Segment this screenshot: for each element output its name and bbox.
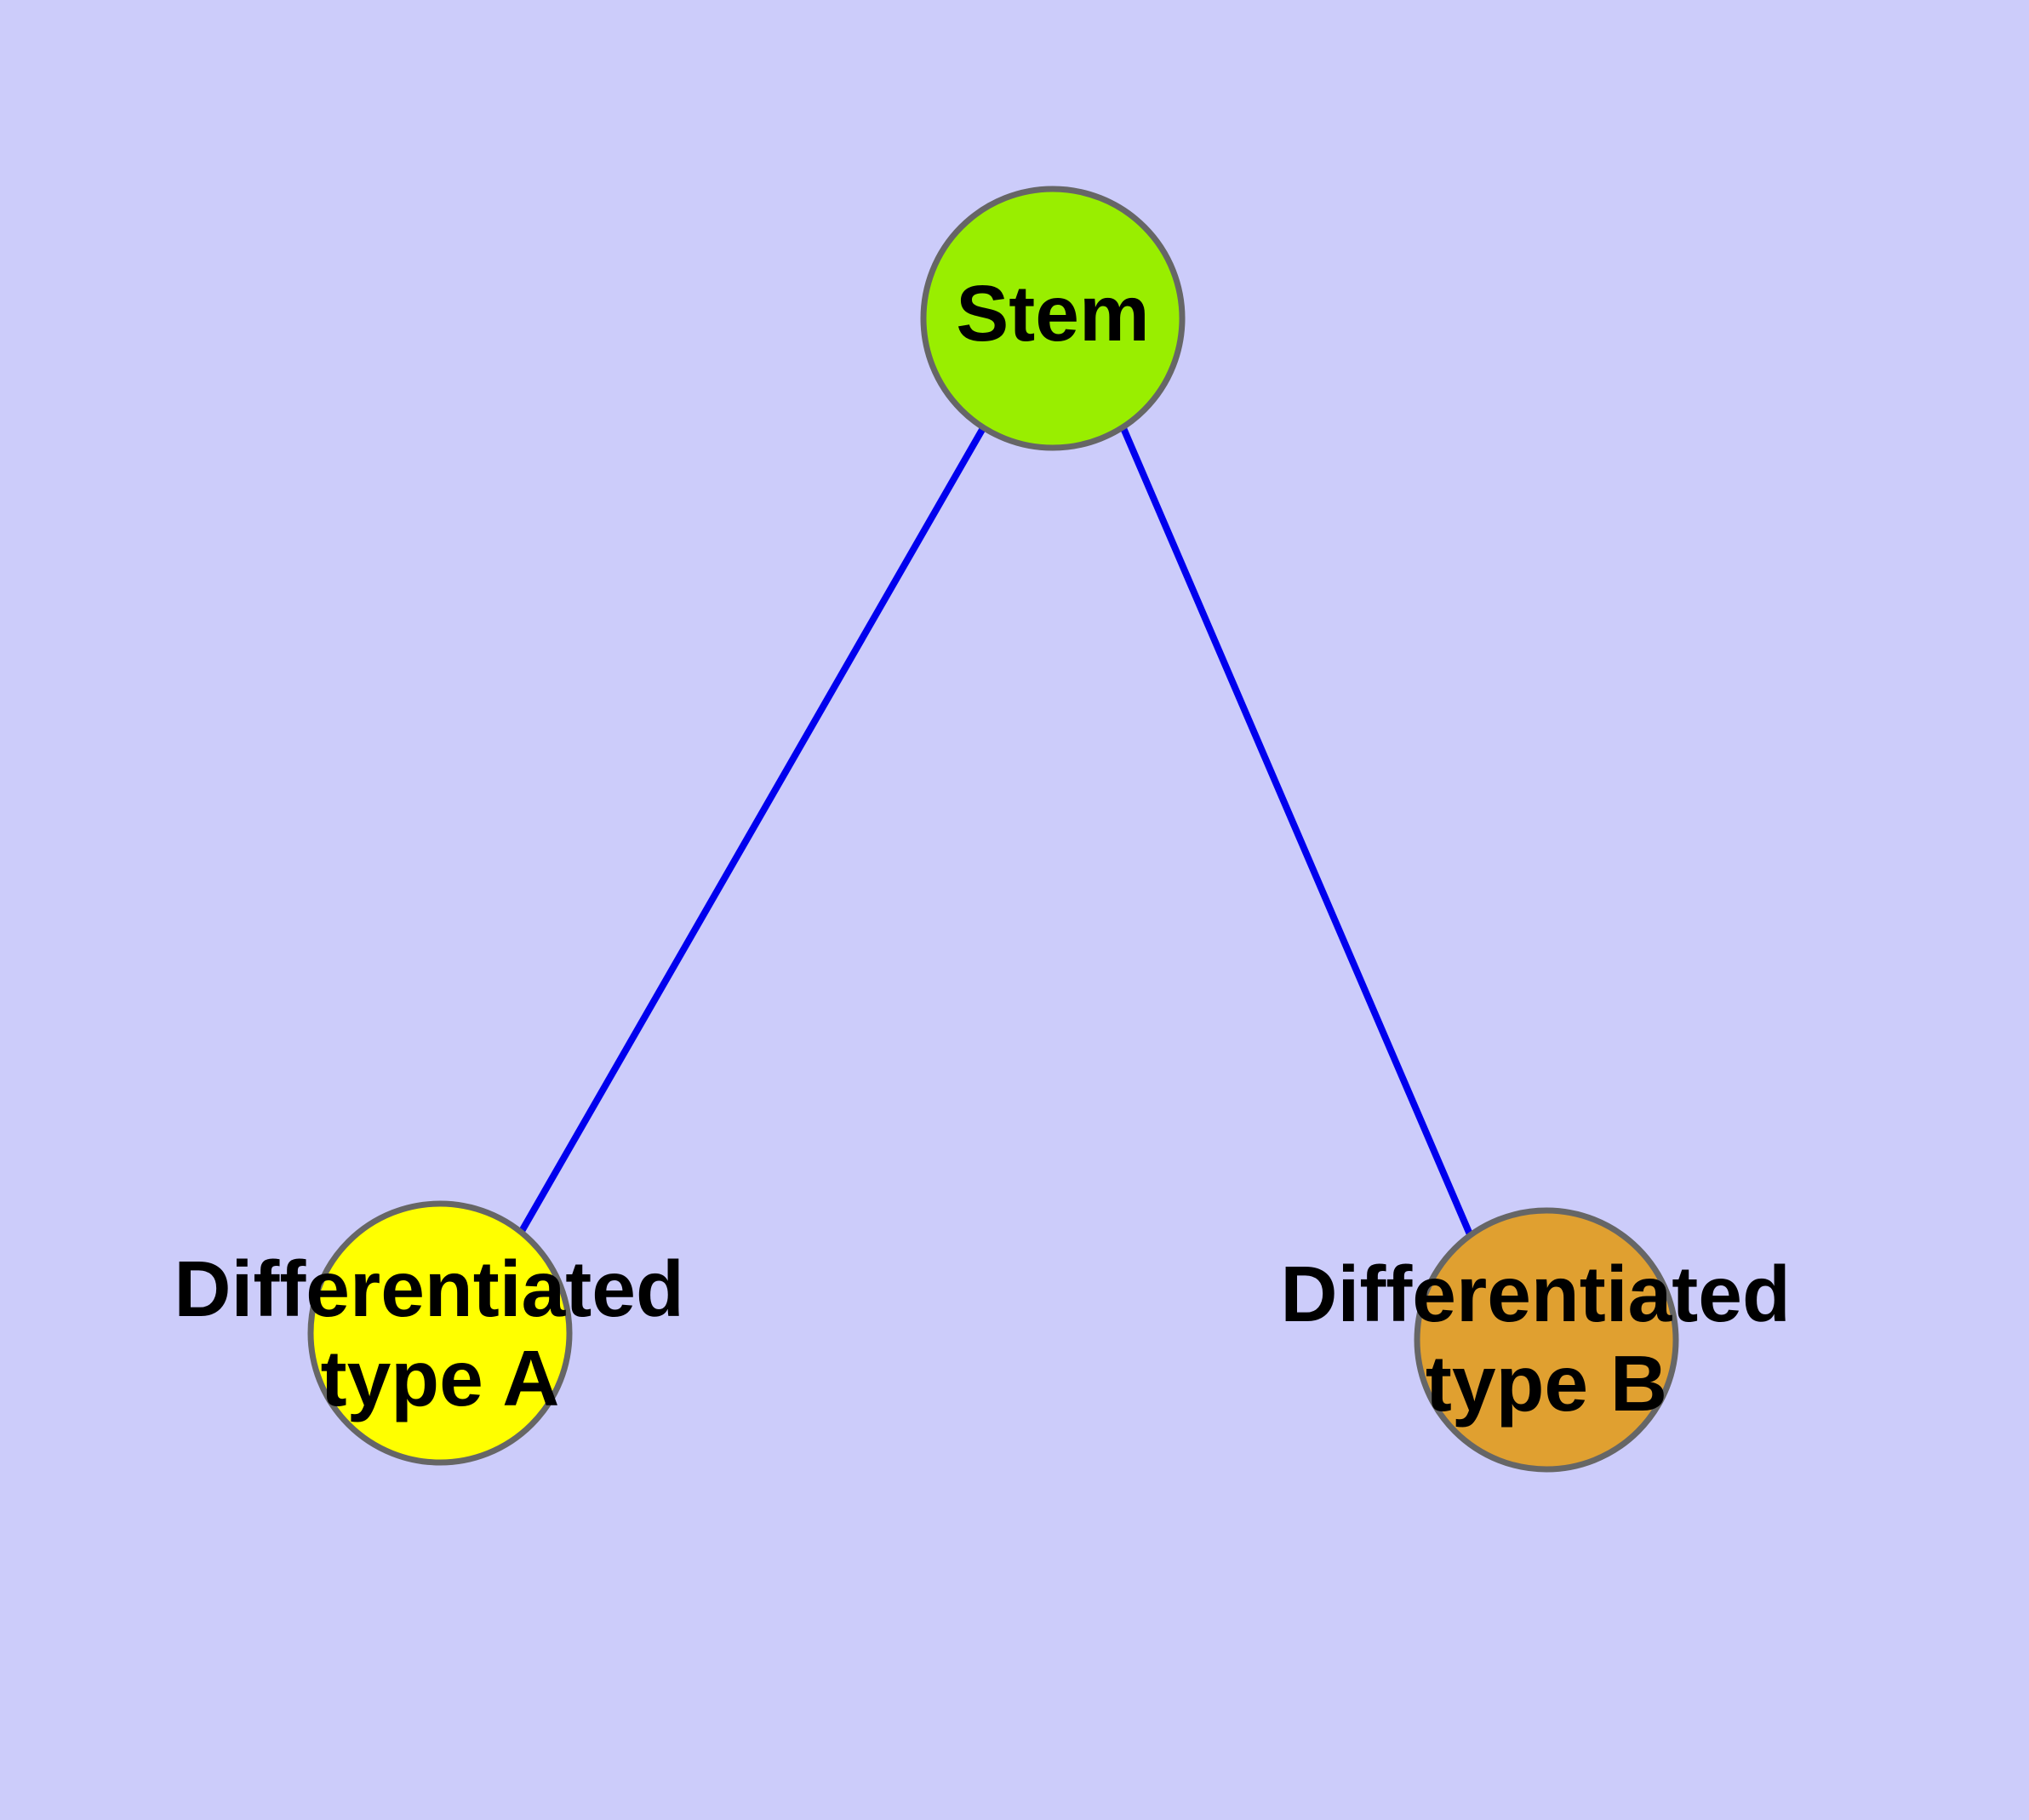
node-label-differentiated-type-a: Differentiated type A bbox=[174, 1245, 706, 1422]
label-layer: Stem Differentiated type A Differentiate… bbox=[174, 269, 1812, 1428]
node-layer bbox=[307, 186, 1679, 1473]
node-circle-differentiated-type-a[interactable] bbox=[307, 1200, 573, 1466]
edge-stem-to-differentiated-type-a[interactable] bbox=[517, 426, 986, 1234]
node-label-differentiated-type-a-line-2: type A bbox=[321, 1334, 560, 1422]
node-differentiated-type-a[interactable] bbox=[307, 1200, 573, 1466]
node-circle-differentiated-type-b[interactable] bbox=[1414, 1207, 1679, 1473]
node-stem[interactable] bbox=[920, 186, 1186, 451]
node-circle-stem[interactable] bbox=[920, 186, 1186, 451]
edge-stem-to-differentiated-type-b[interactable] bbox=[1120, 426, 1473, 1236]
node-label-differentiated-type-b-line-1: Differentiated bbox=[1280, 1250, 1790, 1338]
node-label-stem: Stem bbox=[956, 269, 1149, 358]
node-differentiated-type-b[interactable] bbox=[1414, 1207, 1679, 1473]
node-label-differentiated-type-b-line-2: type B bbox=[1426, 1339, 1667, 1428]
node-label-differentiated-type-a-line-1: Differentiated bbox=[174, 1245, 683, 1333]
edge-layer bbox=[517, 426, 1473, 1236]
node-label-differentiated-type-b: Differentiated type B bbox=[1280, 1250, 1812, 1428]
node-label-stem-line-1: Stem bbox=[956, 269, 1149, 358]
